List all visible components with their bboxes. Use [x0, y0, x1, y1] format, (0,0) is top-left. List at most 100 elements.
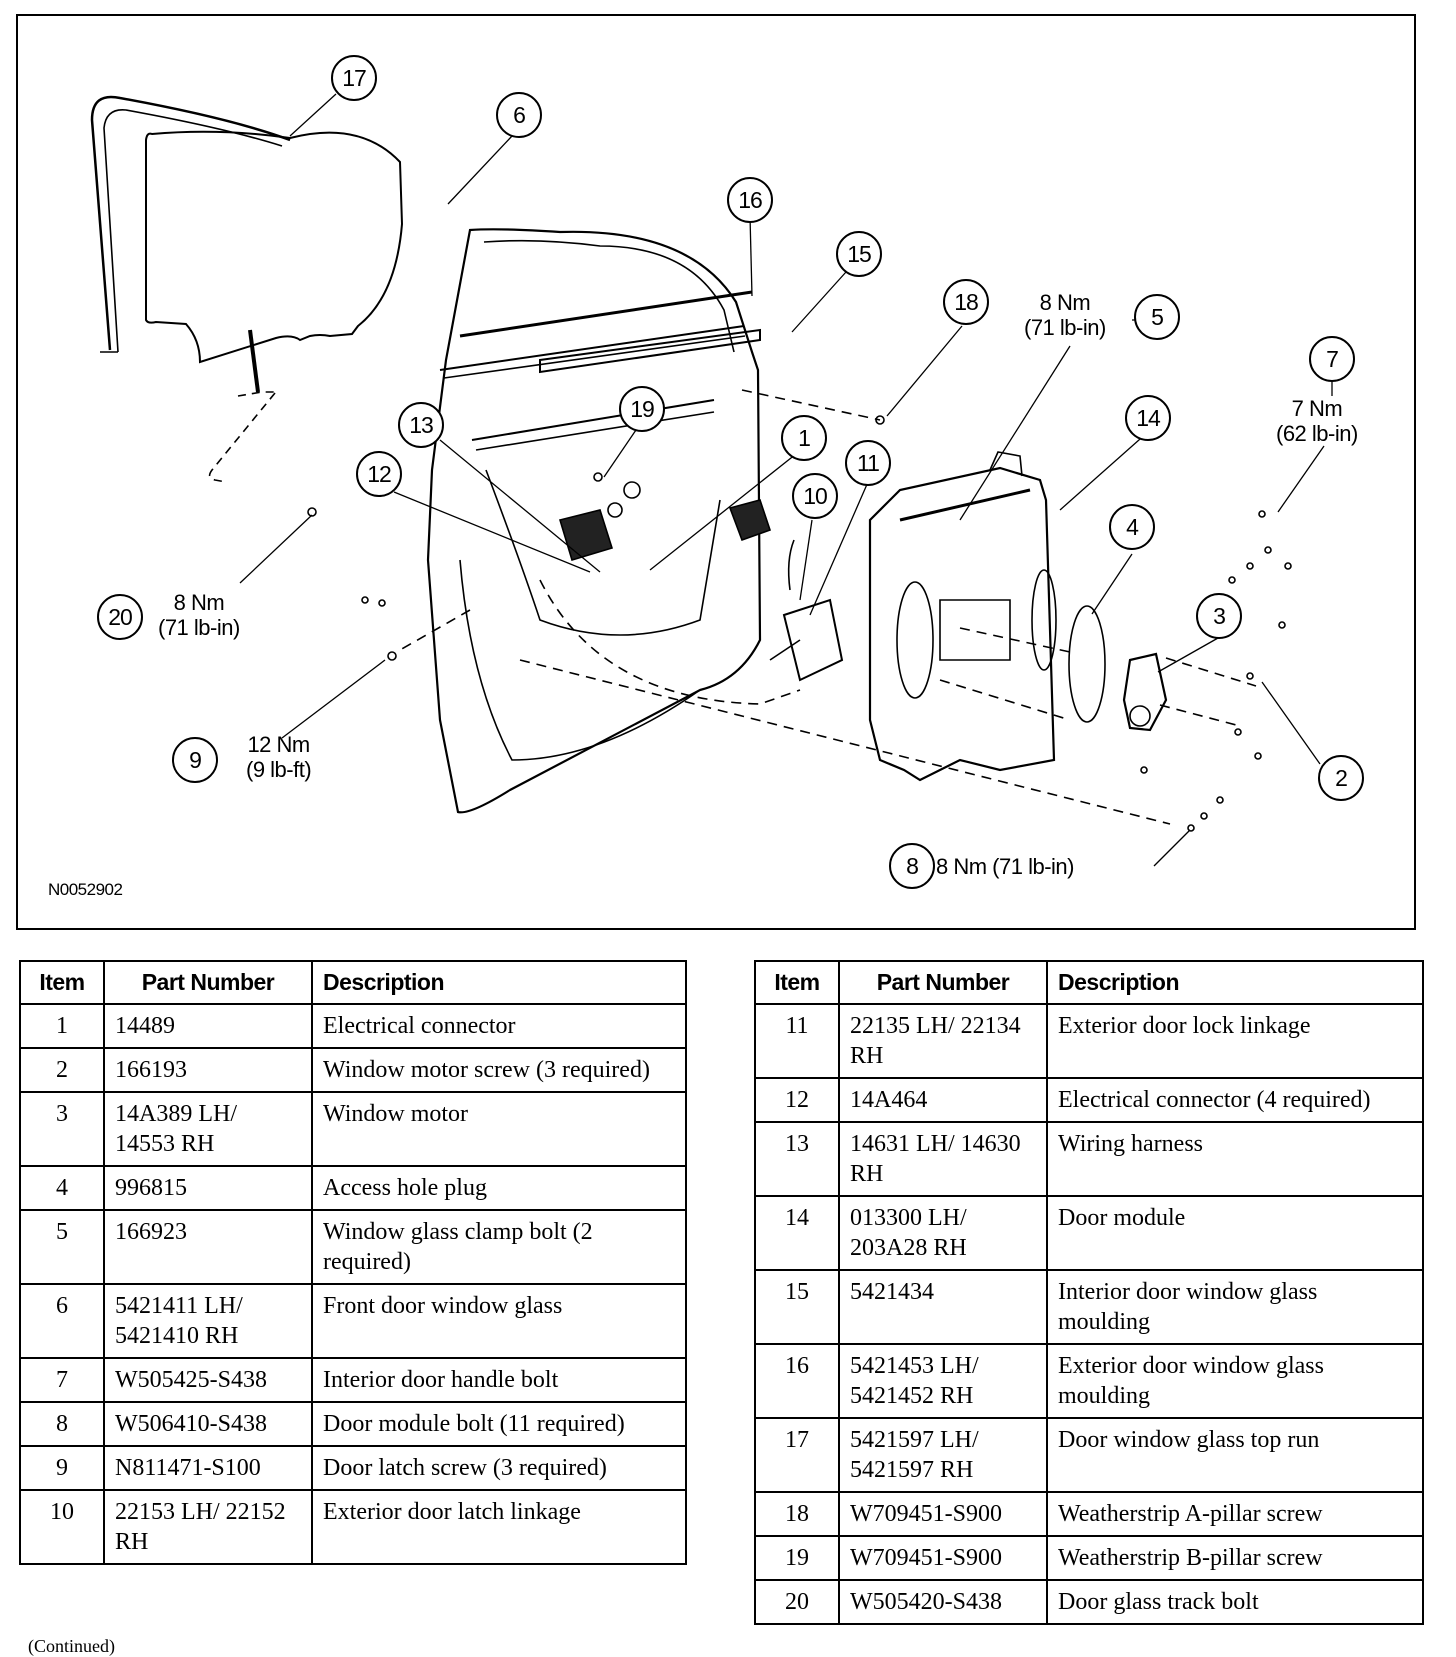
- cell-description: Exterior door latch linkage: [311, 1489, 687, 1565]
- cell-item: 7: [19, 1357, 105, 1403]
- callout-13: 13: [398, 402, 444, 448]
- torque-nm: 8 Nm: [173, 590, 225, 615]
- figure-id: N0052902: [48, 880, 123, 899]
- callout-20: 20: [97, 594, 143, 640]
- cell-item: 16: [754, 1343, 840, 1419]
- cell-item: 19: [754, 1535, 840, 1581]
- header-item: Item: [19, 960, 105, 1005]
- cell-item: 8: [19, 1401, 105, 1447]
- header-description: Description: [1046, 960, 1424, 1005]
- header-part-number: Part Number: [103, 960, 313, 1005]
- cell-item: 5: [19, 1209, 105, 1285]
- continued-note: (Continued): [28, 1636, 115, 1656]
- callout-6: 6: [496, 92, 542, 138]
- callout-5: 5: [1134, 294, 1180, 340]
- callout-19: 19: [619, 386, 665, 432]
- cell-description: Door latch screw (3 required): [311, 1445, 687, 1491]
- cell-item: 6: [19, 1283, 105, 1359]
- cell-description: Electrical connector (4 required): [1046, 1077, 1424, 1123]
- cell-part-number: 5421411 LH/ 5421410 RH: [103, 1283, 313, 1359]
- cell-part-number: W709451-S900: [838, 1535, 1048, 1581]
- door-shell-drawing: [426, 228, 772, 814]
- cell-description: Wiring harness: [1046, 1121, 1424, 1197]
- callout-10: 10: [792, 473, 838, 519]
- cell-description: Door module: [1046, 1195, 1424, 1271]
- cell-part-number: 166193: [103, 1047, 313, 1093]
- torque-imperial: (62 lb-in): [1276, 421, 1358, 446]
- table-header-row: Item Part Number Description: [19, 960, 687, 1005]
- cell-description: Exterior door window glass moulding: [1046, 1343, 1424, 1419]
- cell-item: 1: [19, 1003, 105, 1049]
- leader-lines: [239, 93, 1333, 867]
- cell-description: Window motor: [311, 1091, 687, 1167]
- glass-top-run-drawing: [90, 95, 291, 353]
- door-exploded-view-drawing: [90, 93, 1333, 867]
- torque-imperial: (71 lb-in): [1024, 315, 1106, 340]
- callout-17: 17: [331, 55, 377, 101]
- torque-nm: 12 Nm: [247, 732, 310, 757]
- torque-spec-item20: 8 Nm (71 lb-in): [158, 590, 240, 640]
- cell-part-number: 5421434: [838, 1269, 1048, 1345]
- cell-description: Door module bolt (11 required): [311, 1401, 687, 1447]
- window-motor-drawing: [1122, 652, 1168, 732]
- cell-part-number: 22135 LH/ 22134 RH: [838, 1003, 1048, 1079]
- cell-part-number: 013300 LH/ 203A28 RH: [838, 1195, 1048, 1271]
- callout-15: 15: [836, 231, 882, 277]
- cell-item: 15: [754, 1269, 840, 1345]
- torque-nm: 8 Nm: [1039, 290, 1091, 315]
- cell-item: 14: [754, 1195, 840, 1271]
- cell-description: Door glass track bolt: [1046, 1579, 1424, 1625]
- cell-part-number: 5421453 LH/ 5421452 RH: [838, 1343, 1048, 1419]
- door-module-drawing: [868, 451, 1057, 782]
- torque-imperial: (71 lb-in): [158, 615, 240, 640]
- access-hole-plug-drawing: [1068, 605, 1106, 723]
- callout-3: 3: [1196, 593, 1242, 639]
- cell-description: Door window glass top run: [1046, 1417, 1424, 1493]
- cell-part-number: 14631 LH/ 14630 RH: [838, 1121, 1048, 1197]
- torque-imperial: (9 lb-ft): [246, 757, 312, 782]
- window-glass-drawing: [145, 130, 404, 483]
- callout-8: 8: [889, 843, 935, 889]
- cell-part-number: 996815: [103, 1165, 313, 1211]
- callout-18: 18: [943, 279, 989, 325]
- cell-description: Window motor screw (3 required): [311, 1047, 687, 1093]
- cell-item: 2: [19, 1047, 105, 1093]
- header-description: Description: [311, 960, 687, 1005]
- header-item: Item: [754, 960, 840, 1005]
- cell-item: 11: [754, 1003, 840, 1079]
- torque-spec-item8: 8 Nm (71 lb-in): [936, 854, 1074, 879]
- torque-spec-item7: 7 Nm (62 lb-in): [1276, 396, 1358, 446]
- torque-spec-item9: 12 Nm (9 lb-ft): [246, 732, 312, 782]
- cell-description: Window glass clamp bolt (2 required): [311, 1209, 687, 1285]
- fasteners: [307, 415, 1292, 832]
- cell-item: 9: [19, 1445, 105, 1491]
- cell-description: Exterior door lock linkage: [1046, 1003, 1424, 1079]
- callout-16: 16: [727, 177, 773, 223]
- cell-item: 13: [754, 1121, 840, 1197]
- cell-part-number: W505420-S438: [838, 1579, 1048, 1625]
- cell-part-number: 166923: [103, 1209, 313, 1285]
- cell-item: 10: [19, 1489, 105, 1565]
- cell-part-number: 22153 LH/ 22152 RH: [103, 1489, 313, 1565]
- cell-item: 20: [754, 1579, 840, 1625]
- explosion-lines: [399, 389, 1257, 825]
- callout-9: 9: [172, 737, 218, 783]
- cell-part-number: W505425-S438: [103, 1357, 313, 1403]
- torque-spec-item5: 8 Nm (71 lb-in): [1024, 290, 1106, 340]
- cell-item: 4: [19, 1165, 105, 1211]
- cell-part-number: W709451-S900: [838, 1491, 1048, 1537]
